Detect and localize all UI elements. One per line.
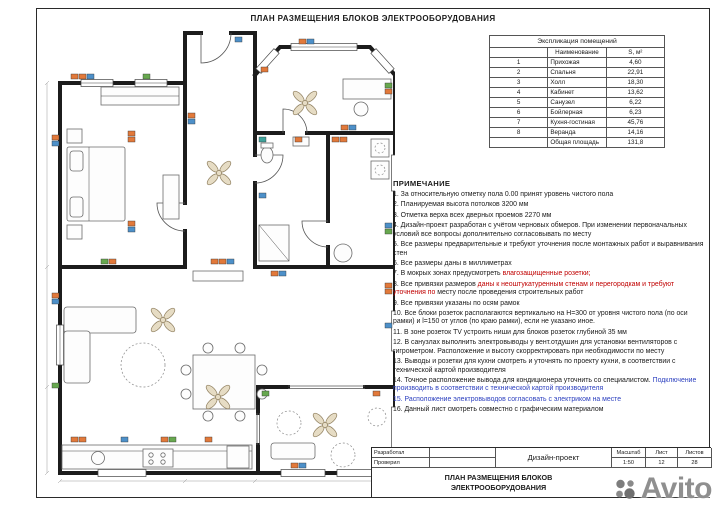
sheets-value: 28 <box>678 458 712 468</box>
note-item: 6. Все размеры даны в миллиметрах <box>393 259 512 267</box>
explication-col-num <box>488 47 549 58</box>
note-item: 16. Данный лист смотреть совместно с гра… <box>393 406 604 414</box>
explication-title: Экспликация помещений <box>489 35 665 48</box>
note-item: 14. Точное расположение вывода для конди… <box>393 377 697 393</box>
explication-col-name: Наименование <box>547 47 607 58</box>
dimension-lines <box>44 80 395 484</box>
checked-signature-cell <box>430 458 496 468</box>
page-title: ПЛАН РАЗМЕЩЕНИЯ БЛОКОВ ЭЛЕКТРООБОРУДОВАН… <box>250 14 496 23</box>
explication-table: Экспликация помещений Наименование S, м²… <box>488 35 666 148</box>
checked-label: Проверил <box>372 458 430 468</box>
project-type: Дизайн-проект <box>496 448 612 468</box>
note-item: 7. В мокрых зонах предусмотреть влагозащ… <box>393 270 591 278</box>
notes-section: ПРИМЕЧАНИЕ 1. За относительную отметку п… <box>393 179 707 417</box>
avito-text: Avito <box>640 472 713 505</box>
note-item: 5. Все размеры предварительные и требуют… <box>393 241 704 257</box>
drawing-sheet-frame: ПЛАН РАЗМЕЩЕНИЯ БЛОКОВ ЭЛЕКТРООБОРУДОВАН… <box>36 8 712 498</box>
explication-col-area: S, м² <box>605 47 666 58</box>
developed-label: Разработал <box>372 448 430 458</box>
avito-watermark: Avito <box>613 472 713 506</box>
sheet-value: 12 <box>646 458 678 468</box>
note-item: 10. Все блоки розеток располагаются верт… <box>393 310 688 326</box>
note-item: 2. Планируемая высота потолков 3200 мм <box>393 201 529 209</box>
note-item: 11. В зоне розеток TV устроить ниши для … <box>393 328 627 336</box>
note-item: 1. За относительную отметку пола 0.00 пр… <box>393 191 614 198</box>
developed-signature-cell <box>430 448 496 458</box>
note-item: 9. Все привязки указаны по осям рамок <box>393 299 520 307</box>
drawing-title-line2: ЭЛЕКТРООБОРУДОВАНИЯ <box>450 482 547 492</box>
note-item: 4. Дизайн-проект разработан с учётом чер… <box>393 222 687 238</box>
scale-label: Масштаб <box>612 448 646 458</box>
drawing-title-line1: ПЛАН РАЗМЕЩЕНИЯ БЛОКОВ <box>444 473 553 483</box>
note-item: 15. Расположение электровыводов согласов… <box>393 395 622 403</box>
drawing-title: ПЛАН РАЗМЕЩЕНИЯ БЛОКОВ ЭЛЕКТРООБОРУДОВАН… <box>372 468 711 497</box>
note-item: 8. Все привязки размеров даны к неоштука… <box>393 280 675 297</box>
sheets-label: Листов <box>678 448 712 458</box>
sheet-label: Лист <box>646 448 678 458</box>
notes-list: 1. За относительную отметку пола 0.00 пр… <box>393 191 707 415</box>
doors <box>156 32 365 445</box>
outlet-symbols <box>51 36 393 469</box>
floor-plan-svg <box>44 31 395 484</box>
note-item: 13. Выводы и розетки для кухни смотреть … <box>393 358 676 374</box>
avito-logo-icon <box>615 479 635 499</box>
note-item: 3. Отметка верха всех дверных проемов 22… <box>393 211 552 219</box>
notes-title: ПРИМЕЧАНИЕ <box>393 179 451 188</box>
scale-value: 1:50 <box>612 458 646 468</box>
title-block: Разработал Дизайн-проект Масштаб Лист Ли… <box>371 447 712 497</box>
note-item: 12. В санузлах выполнить электровыводы у… <box>393 339 678 355</box>
